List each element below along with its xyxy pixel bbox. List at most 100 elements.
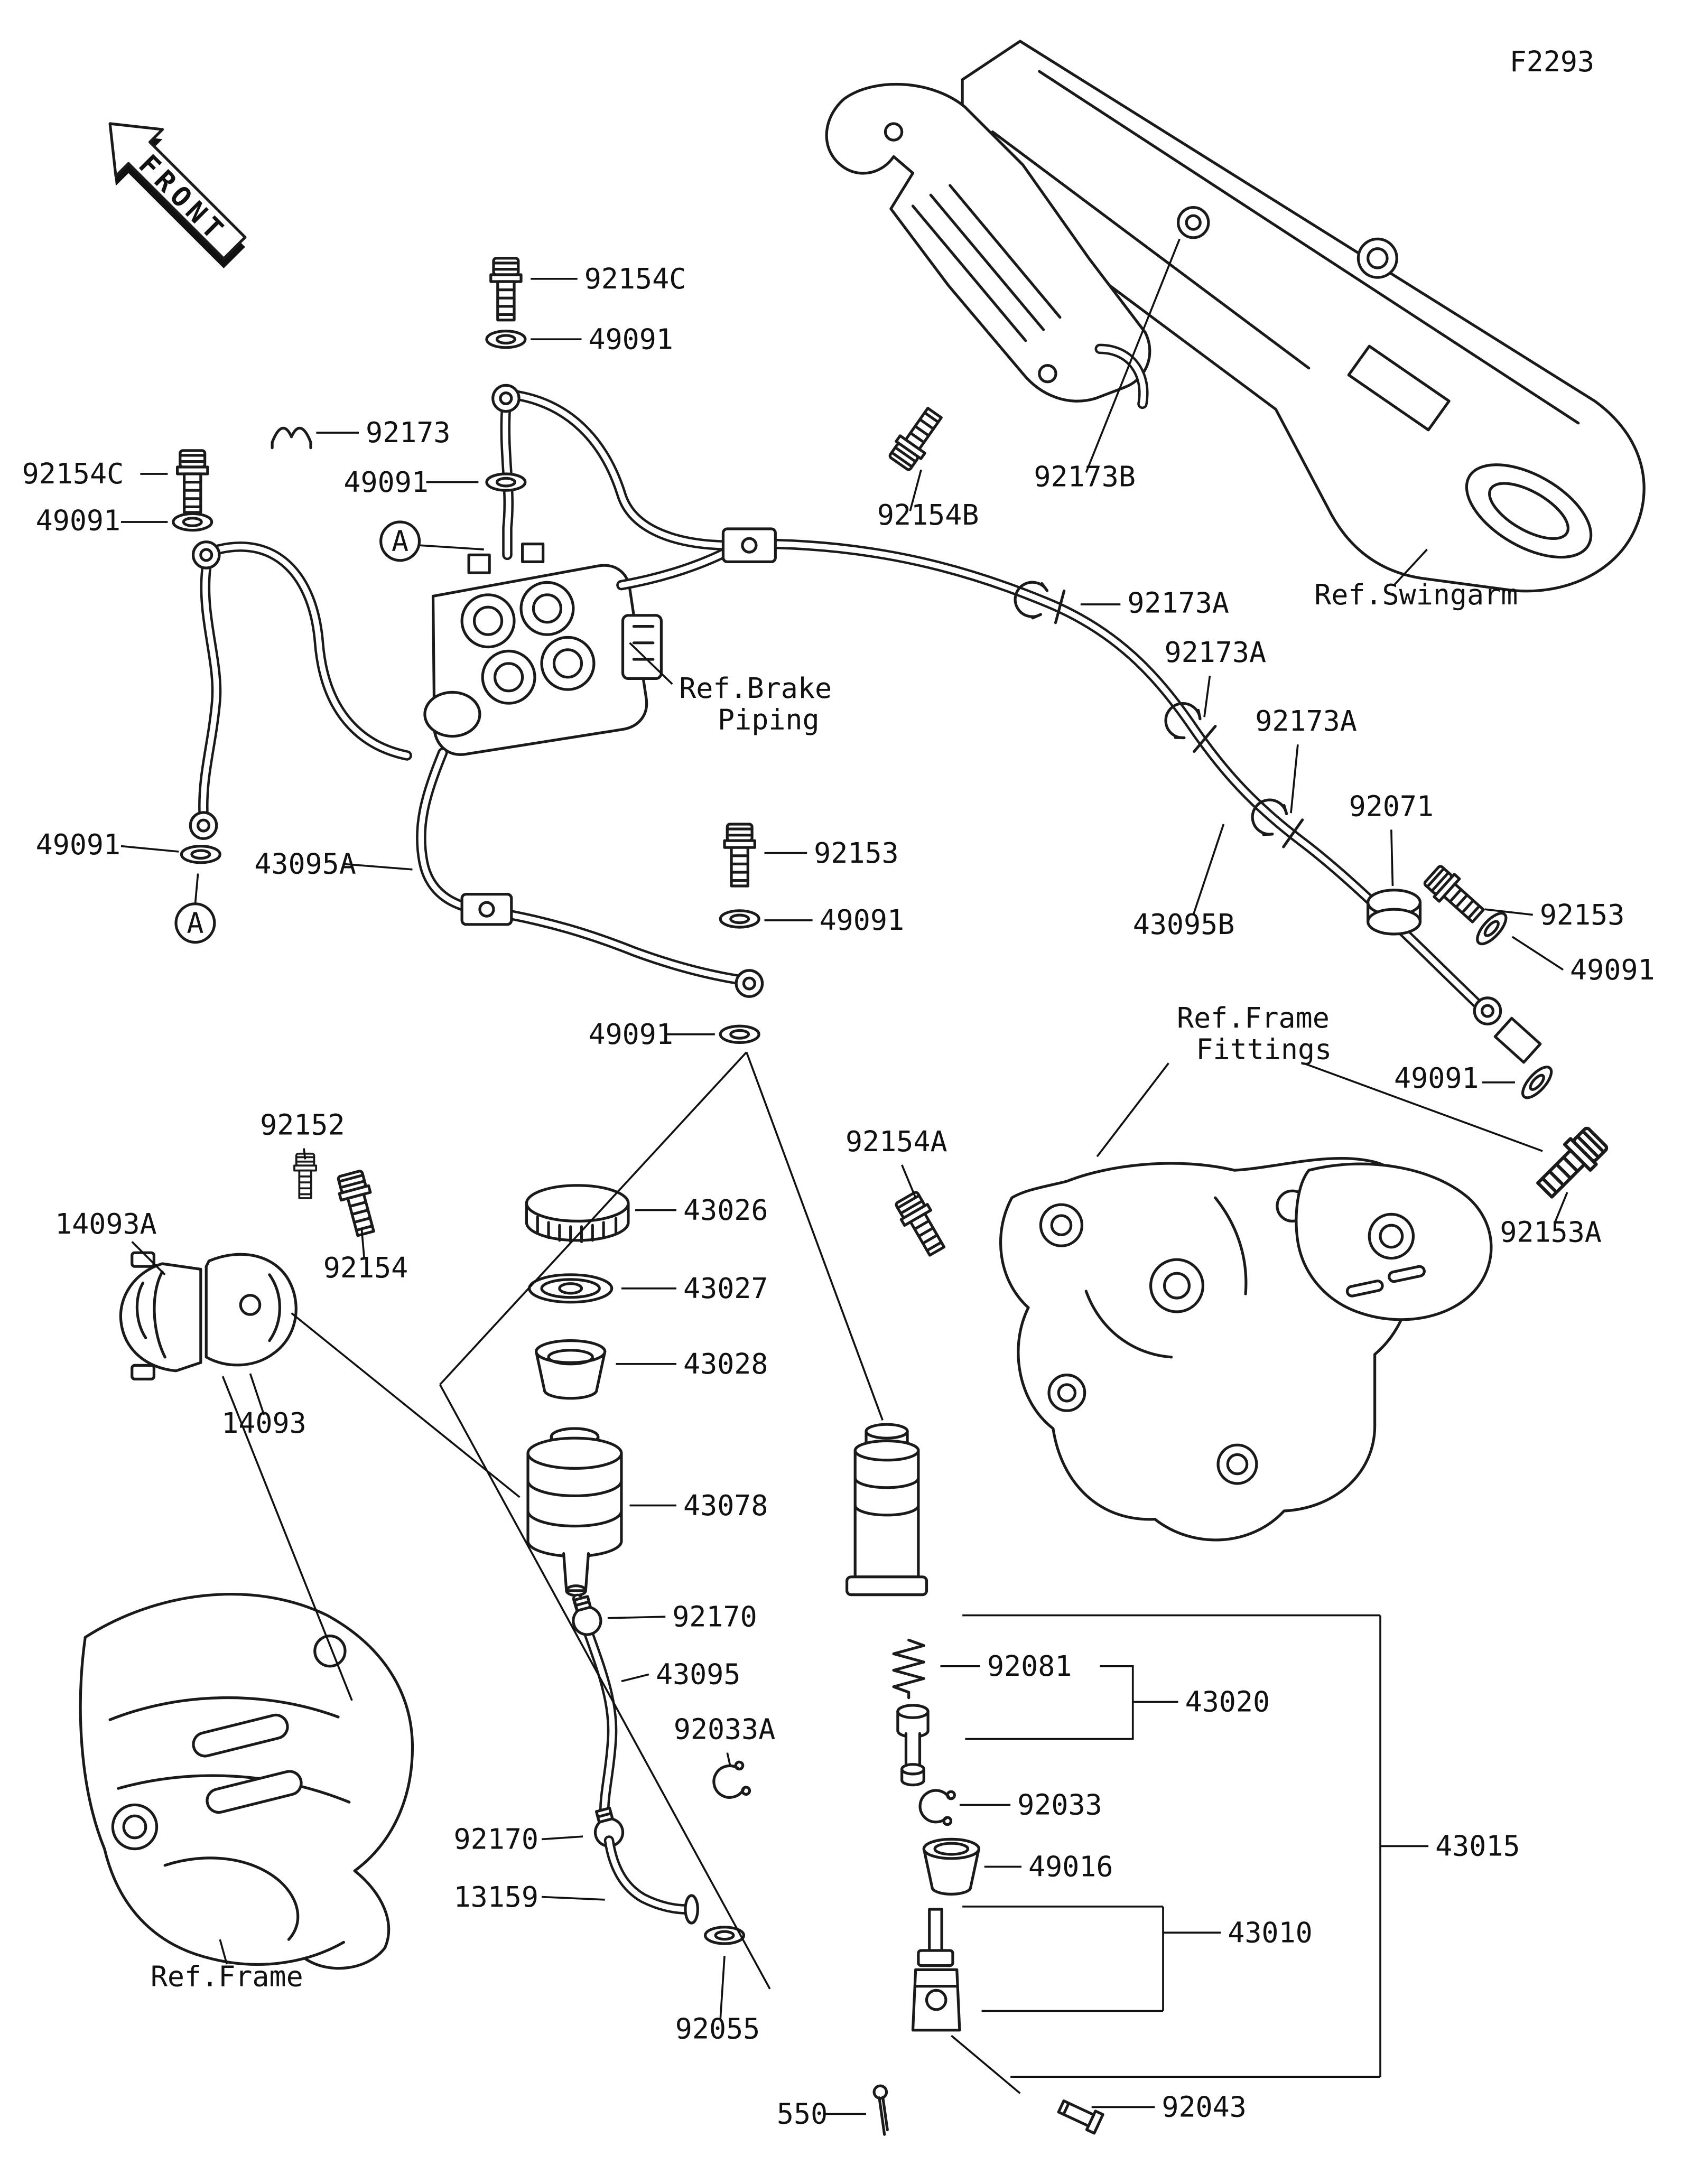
hose-end-fitting <box>1493 1016 1542 1064</box>
label-92170-upper-leader <box>607 1616 666 1619</box>
continuation-marker-a-2-leader <box>194 873 199 904</box>
label-43015: 43015 <box>1435 1830 1520 1863</box>
label-14093-leader <box>249 1373 265 1415</box>
front-badge-arrow <box>108 122 247 260</box>
reservoir-hose-43095 <box>572 1593 618 1832</box>
label-43078: 43078 <box>683 1489 768 1522</box>
grommet-92071 <box>1367 889 1422 936</box>
piston-drawing <box>896 1704 930 1787</box>
label-49016: 49016 <box>1028 1851 1113 1883</box>
washer-49091-left-upper <box>173 514 212 530</box>
label-550: 550 <box>777 2098 828 2131</box>
label-92173a-3: 92173A <box>1255 705 1357 738</box>
figure-code: F2293 <box>1510 45 1594 78</box>
banjo-eye-left <box>193 542 219 568</box>
label-92173a-2: 92173A <box>1165 636 1267 669</box>
label-92055: 92055 <box>675 2012 760 2045</box>
pushrod-43010 <box>911 1908 961 2032</box>
bolt-92153-right <box>1422 863 1488 927</box>
label-43095b-leader <box>1192 824 1225 916</box>
reservoir-cap-43026 <box>525 1184 630 1243</box>
label-92173a-1: 92173A <box>1127 587 1229 620</box>
label-49091-right-leader <box>1511 936 1564 971</box>
bolt-92154b <box>887 404 947 472</box>
label-92173a-3-leader <box>1290 744 1299 814</box>
label-92154b: 92154B <box>877 499 979 531</box>
bolt-92153a <box>1532 1125 1610 1203</box>
label-92055-leader <box>719 1956 726 2020</box>
bolt-92154c-left <box>178 451 208 512</box>
banjo-eye-left-lower <box>190 813 216 838</box>
boot-49016 <box>922 1837 980 1896</box>
label-92170-upper: 92170 <box>672 1600 757 1633</box>
continuation-marker-a-1-leader <box>419 544 484 550</box>
label-92154a: 92154A <box>846 1125 947 1158</box>
label-14093a: 14093A <box>55 1208 157 1240</box>
washer-49091-center <box>487 474 525 490</box>
label-49091-left-lower: 49091 <box>36 828 120 861</box>
label-92154: 92154 <box>323 1252 408 1284</box>
label-92154b-leader <box>909 469 922 511</box>
washer-49091-center-lower <box>720 1026 759 1042</box>
label-92152-leader <box>303 1148 306 1160</box>
bolt-92154a <box>893 1190 950 1259</box>
label-92153-mid: 92153 <box>814 837 898 870</box>
label-92043: 92043 <box>1162 2091 1246 2124</box>
label-49091-top: 49091 <box>588 323 673 356</box>
reservoir-clamp-drawing <box>119 1251 298 1380</box>
front-badge-text: FRONT <box>132 149 233 249</box>
label-43027: 43027 <box>683 1272 768 1305</box>
label-92071: 92071 <box>1349 790 1434 823</box>
banjo-eye-right <box>1474 998 1500 1024</box>
washer-49091-left-lower <box>181 846 220 863</box>
label-92153-right: 92153 <box>1540 899 1624 931</box>
label-49091-center: 49091 <box>343 466 428 499</box>
label-49091-left-lower-leader <box>120 845 179 853</box>
label-92154a-leader <box>900 1164 917 1198</box>
label-92170-lower: 92170 <box>454 1823 538 1856</box>
frame-drawing <box>79 1593 414 1970</box>
svg-text:A: A <box>392 525 408 558</box>
reservoir-diaphragm-43027 <box>528 1273 614 1304</box>
label-92153-right-leader <box>1484 908 1534 916</box>
assembly-alignment-lines <box>221 1051 1021 2094</box>
continuation-marker-a-1: A <box>379 520 421 562</box>
front-direction-badge: FRONT <box>108 122 247 268</box>
label-92071-leader <box>1390 829 1394 886</box>
reservoir-43078 <box>526 1427 623 1597</box>
label-92154-leader <box>360 1228 366 1260</box>
ref-brake-piping-leader <box>629 642 673 685</box>
label-92173: 92173 <box>366 416 450 449</box>
banjo-eye-center <box>736 970 762 996</box>
abs-unit-drawing <box>423 543 663 756</box>
labels-layer: F229392154C490919217392154C4909149091921… <box>22 45 1655 2130</box>
label-92154c-top: 92154C <box>584 263 686 295</box>
ref-swingarm: Ref.Swingarm <box>1314 578 1518 611</box>
ref-frame: Ref.Frame <box>151 1961 303 1993</box>
label-49091-right-lower: 49091 <box>1394 1062 1479 1095</box>
label-43028: 43028 <box>683 1348 768 1380</box>
cotter-pin-550 <box>874 2085 893 2135</box>
label-43020-leader-2 <box>965 1665 1134 1740</box>
frame-fitting-drawing <box>999 1156 1493 1542</box>
label-92033a: 92033A <box>674 1713 776 1746</box>
bolt-92153-mid <box>724 824 755 886</box>
hose-union-block-2 <box>460 893 513 926</box>
continuation-marker-a-2: A <box>174 902 216 944</box>
hose-union-block-1 <box>721 527 777 563</box>
label-43020: 43020 <box>1185 1686 1270 1719</box>
master-cylinder-drawing <box>846 1423 928 1597</box>
circlip-92033 <box>918 1788 955 1825</box>
rear-bracket-drawing <box>825 82 1151 409</box>
spring-92081 <box>894 1640 924 1697</box>
label-92173b: 92173B <box>1034 460 1136 493</box>
label-43095-leader <box>621 1673 649 1683</box>
label-92033a-leader <box>726 1752 731 1766</box>
label-14093: 14093 <box>221 1407 306 1440</box>
label-49091-mid: 49091 <box>820 904 904 937</box>
label-43095b: 43095B <box>1133 908 1235 941</box>
